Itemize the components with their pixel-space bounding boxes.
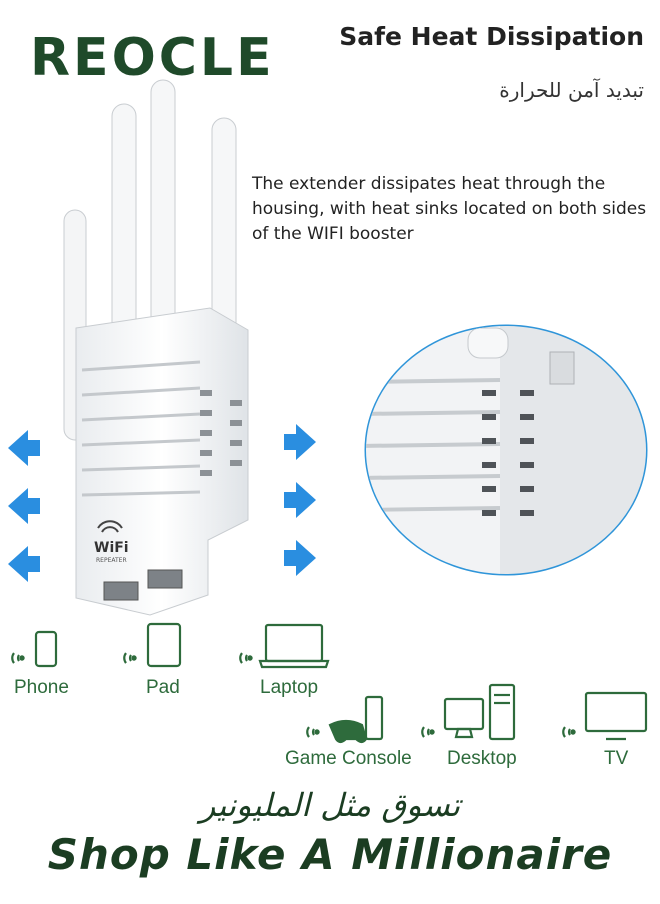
- device-label-phone: Phone: [14, 677, 69, 698]
- tablet-icon: [123, 622, 182, 668]
- svg-text:REPEATER: REPEATER: [96, 557, 127, 564]
- supported-devices: [11, 622, 648, 744]
- heading-title: Safe Heat Dissipation: [339, 22, 644, 51]
- laptop-icon: [239, 623, 330, 669]
- slogan-english: Shop Like A Millionaire: [47, 830, 613, 879]
- antenna: [150, 79, 176, 341]
- desktop-icon: [421, 683, 516, 741]
- game-console-icon: [306, 695, 384, 744]
- phone-icon: [11, 630, 58, 668]
- device-label-tv: TV: [604, 748, 629, 769]
- heatsink-zoom-circle: [364, 324, 648, 576]
- ethernet-port: [147, 569, 183, 589]
- svg-text:WiFi: WiFi: [94, 540, 129, 556]
- heat-arrows-right: [284, 424, 316, 576]
- device-label-laptop: Laptop: [260, 677, 319, 698]
- feature-description: The extender dissipates heat through the…: [252, 174, 647, 244]
- device-label-desktop: Desktop: [447, 748, 517, 769]
- device-label-pad: Pad: [146, 677, 180, 698]
- slogan-arabic: تسوق مثل المليونير: [199, 786, 461, 824]
- ethernet-port: [103, 581, 139, 601]
- brand-logo: REOCLE: [30, 28, 275, 88]
- tv-icon: [562, 691, 648, 741]
- extender-body: [75, 307, 249, 616]
- heading-subtitle-arabic: تبديد آمن للحرارة: [499, 78, 644, 102]
- device-label-game-console: Game Console: [285, 748, 412, 769]
- heat-arrows-left: [8, 430, 40, 582]
- wifi-repeater-badge: WiFi REPEATER: [94, 520, 129, 564]
- wifi-extender-illustration: WiFi REPEATER: [8, 79, 316, 616]
